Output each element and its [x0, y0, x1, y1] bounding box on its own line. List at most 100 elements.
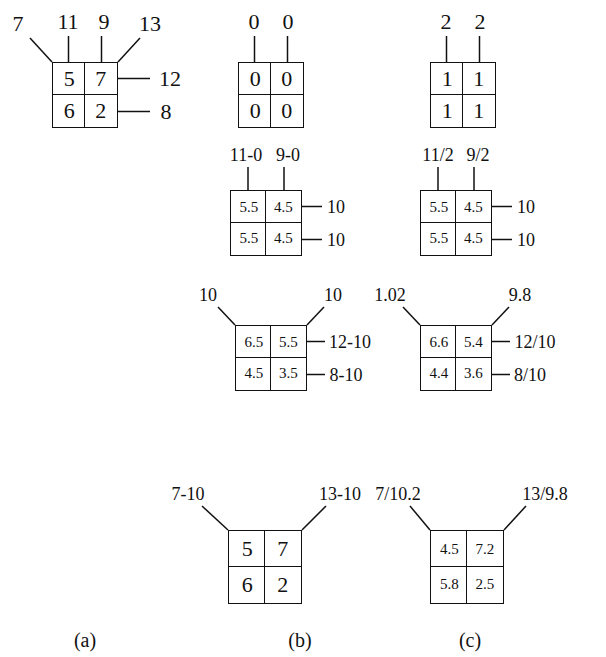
grid-cell: 6.6 [420, 325, 458, 360]
cell-value: 1 [473, 68, 484, 90]
projection-value: 9 [98, 11, 111, 33]
grid-cell: 1 [430, 62, 465, 97]
projection-value: 0 [282, 11, 295, 33]
grid-cell: 5 [52, 62, 87, 97]
cell-value: 6 [64, 100, 75, 122]
grid-cell: 5.4 [455, 325, 493, 360]
grid-cell: 5.5 [420, 222, 458, 257]
projection-value: 0 [248, 11, 261, 33]
grid-cell: 0 [238, 62, 273, 97]
projection-value: 13 [138, 13, 162, 35]
projection-value: 10 [323, 286, 343, 304]
cell-value: 0 [250, 68, 261, 90]
panel-caption: (a) [73, 630, 97, 650]
cell-value: 5.8 [440, 577, 459, 592]
projection-value: 8-10 [329, 366, 364, 384]
cell-value: 4.5 [464, 231, 483, 246]
cell-value: 5.5 [239, 231, 258, 246]
cell-value: 1 [442, 100, 453, 122]
projection-value: 1.02 [373, 286, 407, 304]
grid-cell: 1 [462, 62, 497, 97]
panel-caption: (c) [458, 630, 482, 650]
grid-cell: 5 [228, 530, 267, 569]
projection-value: 12-10 [328, 333, 372, 351]
projection-value: 9/2 [465, 146, 490, 164]
grid-cell: 4.5 [265, 222, 303, 257]
cell-value: 6.6 [429, 335, 448, 350]
cell-value: 6 [242, 574, 253, 596]
cell-value: 7 [277, 538, 288, 560]
grid-cell: 1 [462, 94, 497, 129]
cell-value: 4.5 [440, 542, 459, 557]
projection-value: 11-0 [229, 146, 263, 164]
projection-value: 10 [516, 198, 536, 216]
grid-cell: 6.5 [235, 325, 273, 360]
grid-cell: 3.6 [455, 357, 493, 392]
grid-cell: 6 [228, 566, 267, 605]
grid-cell: 7.2 [466, 530, 505, 569]
grid-cell: 7 [264, 530, 303, 569]
cell-value: 4.5 [274, 231, 293, 246]
projection-value: 11/2 [421, 146, 454, 164]
grid-cell: 2.5 [466, 566, 505, 605]
projection-value: 9-0 [275, 146, 301, 164]
cell-value: 5 [242, 538, 253, 560]
cell-value: 4.5 [464, 200, 483, 215]
cell-value: 2 [277, 574, 288, 596]
projection-value: 8/10 [513, 366, 547, 384]
cell-value: 5.4 [464, 335, 483, 350]
cell-value: 4.4 [429, 366, 448, 381]
grid-cell: 4.5 [265, 190, 303, 225]
grid-cell: 0 [270, 94, 305, 129]
cell-value: 0 [250, 100, 261, 122]
cell-value: 1 [442, 68, 453, 90]
cell-value: 1 [473, 100, 484, 122]
cell-value: 5.5 [239, 200, 258, 215]
projection-value: 8 [160, 101, 173, 123]
grid-cell: 2 [264, 566, 303, 605]
projection-value: 11 [56, 11, 79, 33]
grid-cell: 5.5 [230, 190, 268, 225]
cell-value: 7.2 [475, 542, 494, 557]
projection-value: 13/9.8 [521, 485, 569, 503]
projection-value: 10 [516, 231, 536, 249]
projection-value: 10 [326, 198, 346, 216]
grid-cell: 0 [238, 94, 273, 129]
grid-cell: 5.5 [420, 190, 458, 225]
cell-value: 5 [64, 68, 75, 90]
projection-value: 12 [158, 68, 182, 90]
grid-cell: 6 [52, 94, 87, 129]
cell-value: 0 [281, 100, 292, 122]
cell-value: 5.5 [429, 231, 448, 246]
projection-value: 2 [474, 11, 487, 33]
cell-value: 0 [281, 68, 292, 90]
grid-cell: 5.5 [230, 222, 268, 257]
cell-value: 2.5 [475, 577, 494, 592]
cell-value: 2 [95, 100, 106, 122]
cell-value: 7 [95, 68, 106, 90]
grid-cell: 5.8 [430, 566, 469, 605]
grid-cell: 4.5 [235, 357, 273, 392]
cell-value: 3.6 [464, 366, 483, 381]
grid-cell: 3.5 [270, 357, 308, 392]
projection-value: 13-10 [318, 485, 362, 503]
cell-value: 4.5 [274, 200, 293, 215]
projection-value: 7-10 [171, 485, 206, 503]
cell-value: 5.5 [279, 335, 298, 350]
projection-value: 12/10 [513, 333, 556, 351]
grid-cell: 4.5 [430, 530, 469, 569]
grid-cell: 7 [84, 62, 119, 97]
panel-caption: (b) [287, 630, 312, 650]
grid-cell: 0 [270, 62, 305, 97]
projection-value: 7/10.2 [374, 485, 422, 503]
projection-value: 7 [12, 13, 25, 35]
grid-cell: 4.5 [455, 222, 493, 257]
projection-value: 10 [326, 231, 346, 249]
projection-value: 10 [198, 286, 218, 304]
grid-cell: 4.4 [420, 357, 458, 392]
projection-value: 2 [440, 11, 453, 33]
grid-cell: 1 [430, 94, 465, 129]
grid-cell: 5.5 [270, 325, 308, 360]
cell-value: 4.5 [244, 366, 263, 381]
grid-cell: 4.5 [455, 190, 493, 225]
